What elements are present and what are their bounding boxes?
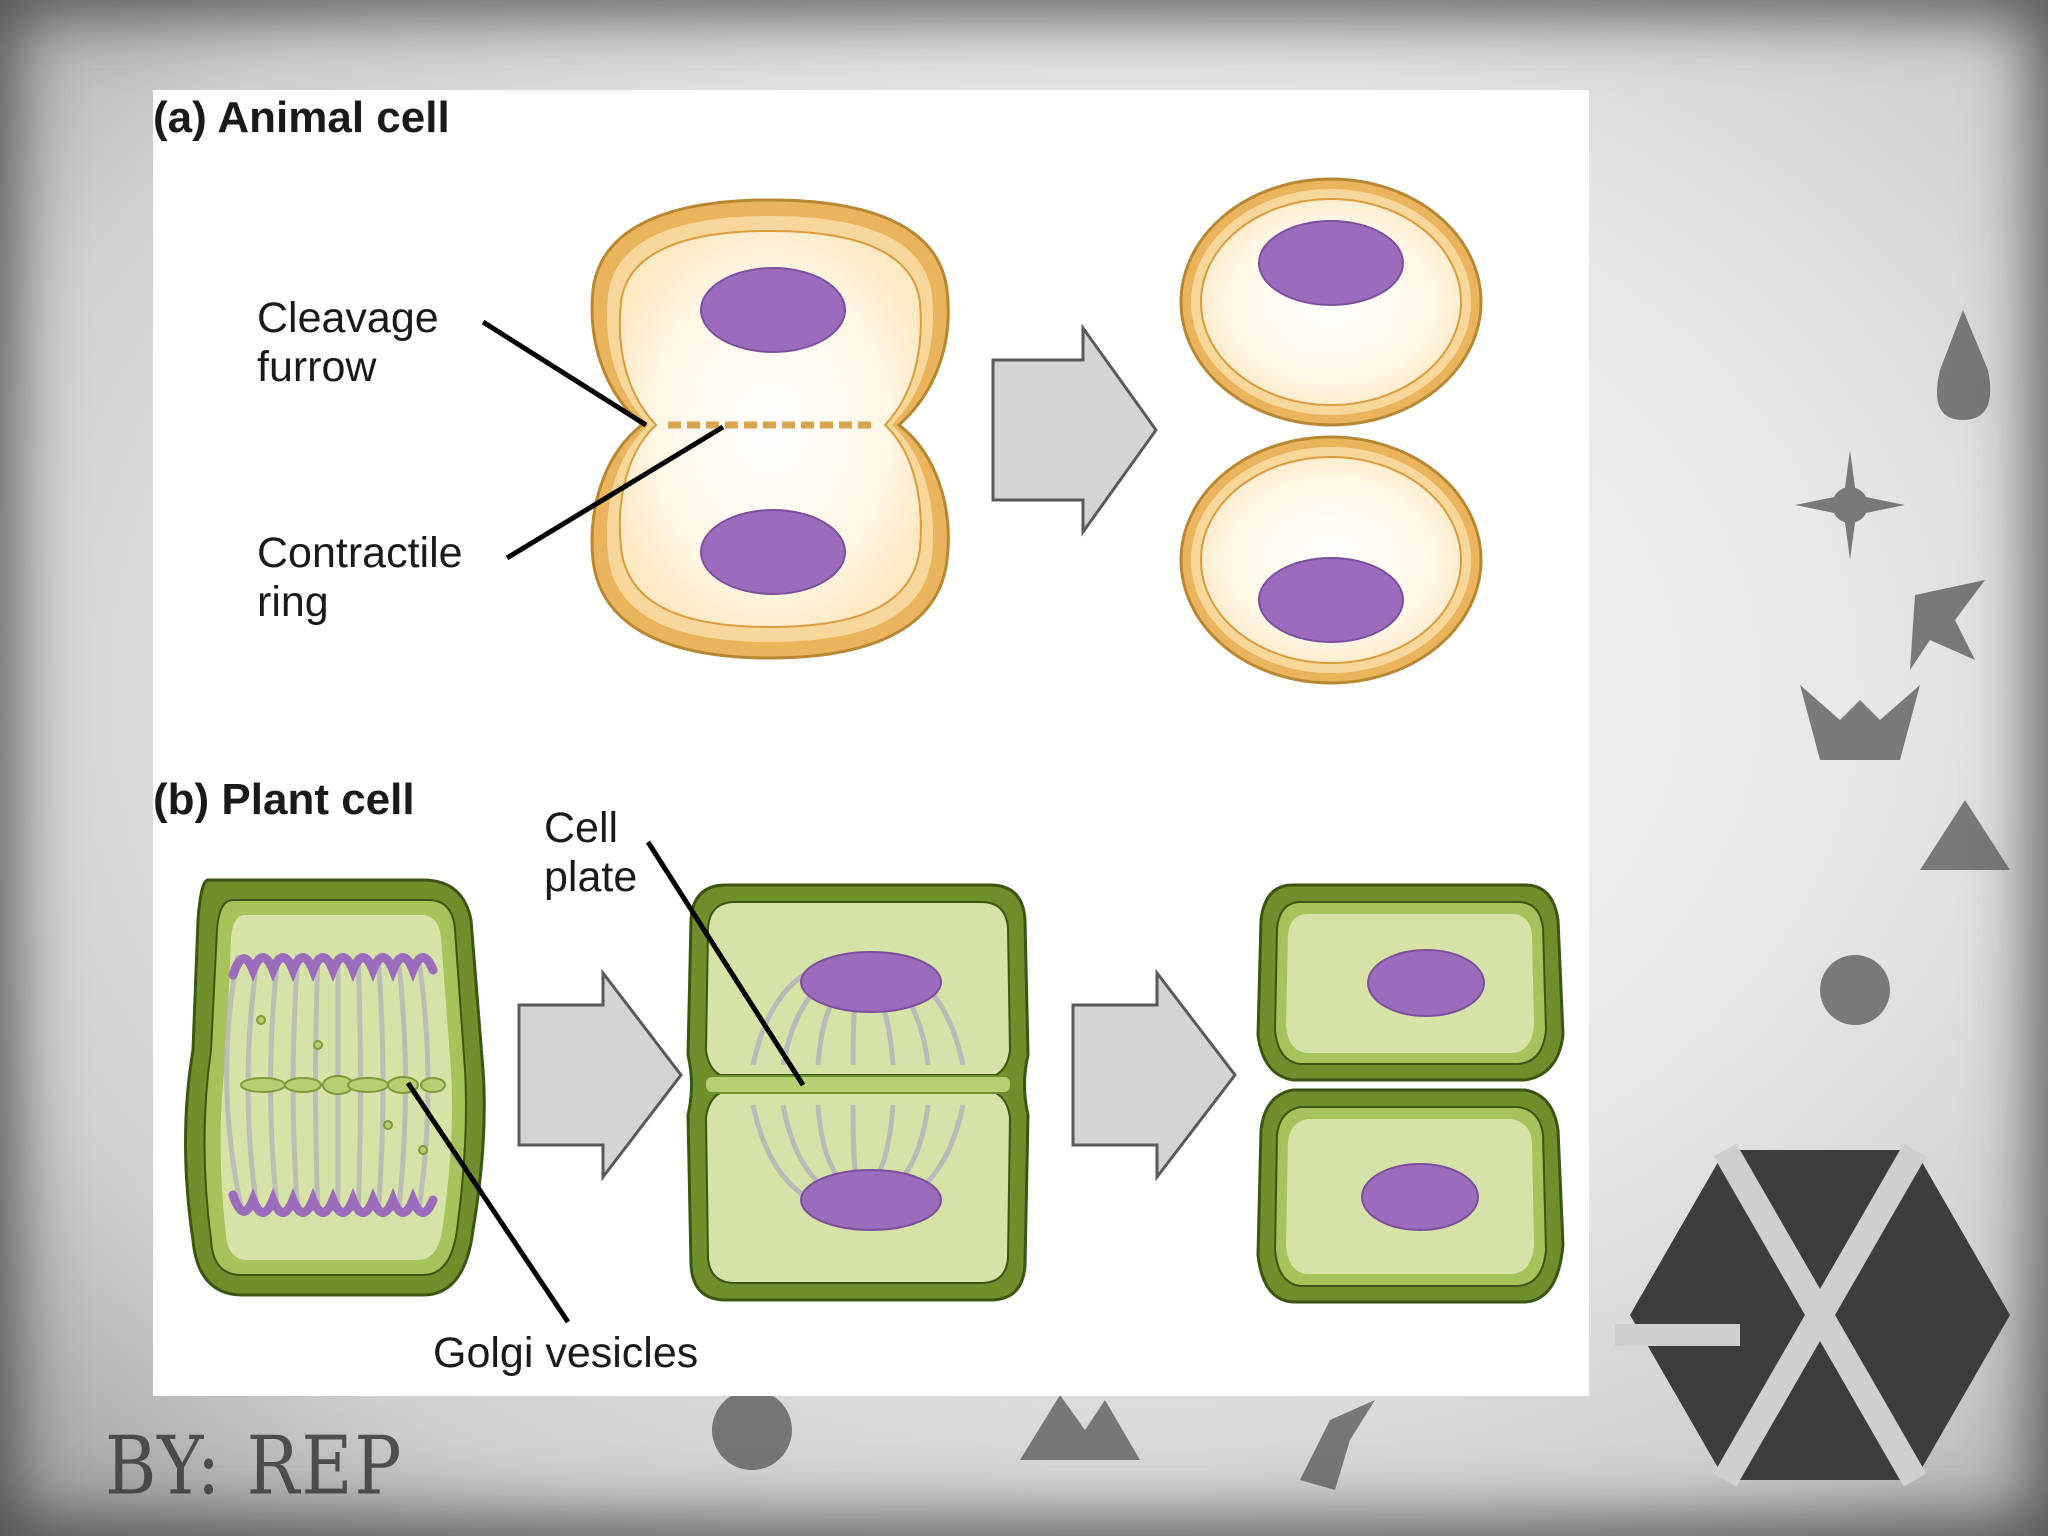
daughter-plant-cell-bottom xyxy=(1256,1088,1565,1304)
contractile-ring-leader xyxy=(505,424,725,561)
cell-plate-leader xyxy=(645,840,806,1087)
crown-symbol-icon xyxy=(1800,685,1920,760)
flower-symbol-icon xyxy=(1820,955,1890,1025)
triangle-symbol-icon xyxy=(1920,800,2010,870)
author-watermark: BY: REP xyxy=(105,1418,404,1514)
bird-symbol-icon xyxy=(1910,580,1985,670)
cytokinesis-figure: (a) Animal cell Cleavage furrow Contract… xyxy=(153,90,1589,1396)
arrow-plant-2 xyxy=(1071,968,1237,1182)
panel-b-title: (b) Plant cell xyxy=(153,775,415,824)
daughter-plant-cell-top xyxy=(1256,883,1565,1082)
nucleus-bottom xyxy=(700,509,846,595)
cytokinesis-diagram: (a) Animal cell Cleavage furrow Contract… xyxy=(153,93,1565,1377)
label-cell-plate-line1: Cell xyxy=(544,804,618,852)
label-golgi-vesicles: Golgi vesicles xyxy=(433,1329,698,1377)
star-symbol-icon xyxy=(1795,450,1905,560)
panel-a-title: (a) Animal cell xyxy=(153,93,450,142)
label-cell-plate-line2: plate xyxy=(544,853,637,901)
label-ring-line2: ring xyxy=(257,578,329,626)
plant-cell-telophase xyxy=(686,883,1030,1302)
dividing-animal-cell xyxy=(590,198,950,660)
gear-symbol-icon xyxy=(712,1390,792,1470)
nucleus-top xyxy=(700,267,846,353)
label-cleavage-line2: furrow xyxy=(257,343,377,391)
cell-plate xyxy=(704,1075,1012,1094)
daughter-animal-cell-top xyxy=(1179,177,1483,427)
label-ring-line1: Contractile xyxy=(257,529,463,577)
mountain-symbol-icon xyxy=(1020,1395,1140,1460)
label-cleavage-line1: Cleavage xyxy=(257,294,439,342)
hexagon-logo-icon xyxy=(1615,1143,2010,1487)
claw-symbol-icon xyxy=(1300,1400,1375,1490)
plant-cell-metaphase xyxy=(184,878,486,1297)
drop-symbol-icon xyxy=(1936,310,1991,420)
golgi-vesicles-leader xyxy=(405,1081,571,1324)
arrow-animal xyxy=(991,323,1158,537)
cleavage-furrow-leader xyxy=(481,319,648,428)
daughter-animal-cell-bottom xyxy=(1179,435,1483,685)
arrow-plant-1 xyxy=(517,968,683,1182)
